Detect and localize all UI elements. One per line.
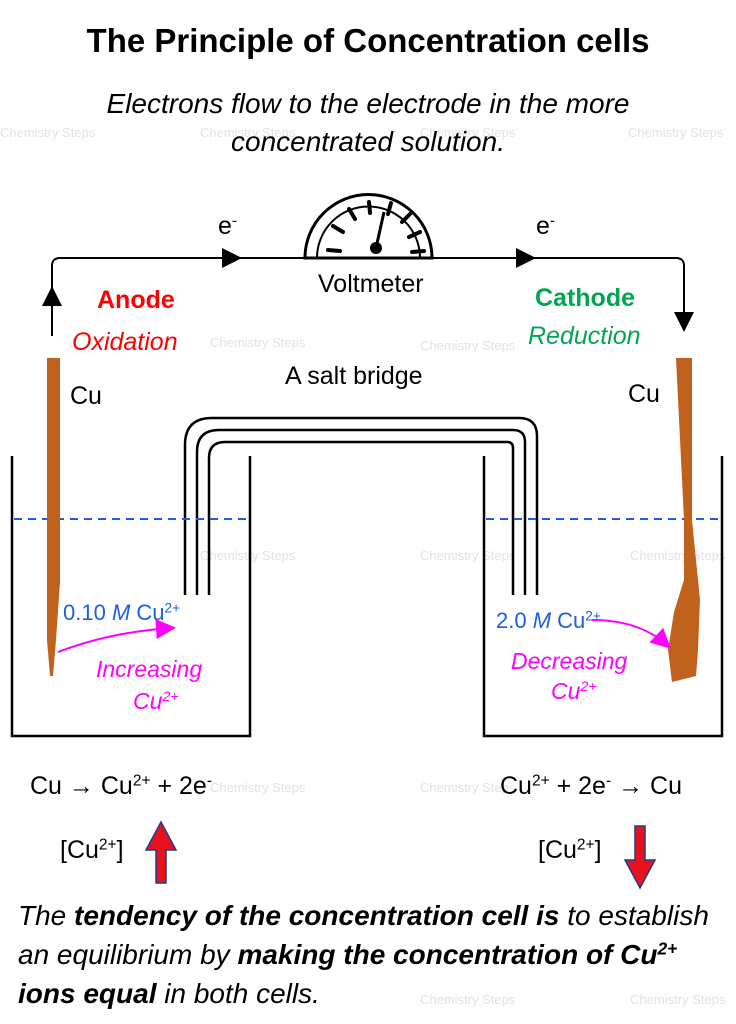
watermark: Chemistry Steps [200, 125, 296, 140]
watermark: Chemistry Steps [630, 992, 726, 1007]
salt-bridge [183, 416, 539, 595]
oxidation-label: Oxidation [72, 328, 178, 356]
watermark: Chemistry Steps [210, 335, 306, 350]
left-concentration: 0.10 M Cu2+ [63, 600, 181, 625]
watermark: Chemistry Steps [420, 338, 516, 353]
anode-label: Anode [97, 286, 175, 314]
left-electrode-label: Cu [70, 382, 102, 410]
decrease-arrow-icon [623, 825, 657, 890]
left-bracket-concentration: [Cu2+] [60, 836, 124, 864]
left-trend-ion: Cu2+ [133, 688, 179, 714]
right-electrode-label: Cu [628, 380, 660, 408]
watermark: Chemistry Steps [420, 125, 516, 140]
watermark: Chemistry Steps [210, 780, 306, 795]
electron-label-left: e- [218, 212, 238, 240]
left-ion-arrow [57, 619, 176, 653]
reduction-label: Reduction [528, 322, 641, 350]
subtitle-line-2: concentrated solution. [231, 126, 505, 157]
salt-bridge-label: A salt bridge [285, 362, 423, 390]
circuit-wire [51, 257, 685, 336]
electron-label-right: e- [536, 212, 556, 240]
right-ion-arrow [591, 619, 671, 649]
right-copper-electrode [668, 358, 700, 682]
page-title: The Principle of Concentration cells [86, 22, 650, 59]
right-concentration: 2.0 M Cu2+ [496, 608, 601, 633]
cathode-label: Cathode [535, 284, 635, 312]
right-trend-ion: Cu2+ [551, 678, 597, 704]
watermark: Chemistry Steps [630, 548, 726, 563]
left-half-reaction: Cu → Cu2+ + 2e- [30, 772, 213, 800]
right-bracket-concentration: [Cu2+] [538, 836, 602, 864]
watermark: Chemistry Steps [0, 125, 96, 140]
watermark: Chemistry Steps [420, 992, 516, 1007]
watermark: Chemistry Steps [420, 548, 516, 563]
watermark: Chemistry Steps [200, 548, 296, 563]
bottom-explanation: The tendency of the concentration cell i… [18, 900, 709, 1009]
right-beaker [482, 456, 724, 738]
right-half-reaction: Cu2+ + 2e- → Cu [500, 772, 683, 800]
increase-arrow-icon [144, 820, 178, 884]
left-copper-electrode [47, 358, 60, 676]
voltmeter-icon [303, 193, 434, 260]
watermark: Chemistry Steps [420, 780, 516, 795]
left-trend-word: Increasing [96, 656, 203, 682]
left-beaker [10, 456, 252, 738]
watermark: Chemistry Steps [628, 125, 724, 140]
subtitle-line-1: Electrons flow to the electrode in the m… [106, 88, 630, 119]
right-trend-word: Decreasing [511, 648, 628, 674]
voltmeter-label: Voltmeter [318, 270, 424, 298]
